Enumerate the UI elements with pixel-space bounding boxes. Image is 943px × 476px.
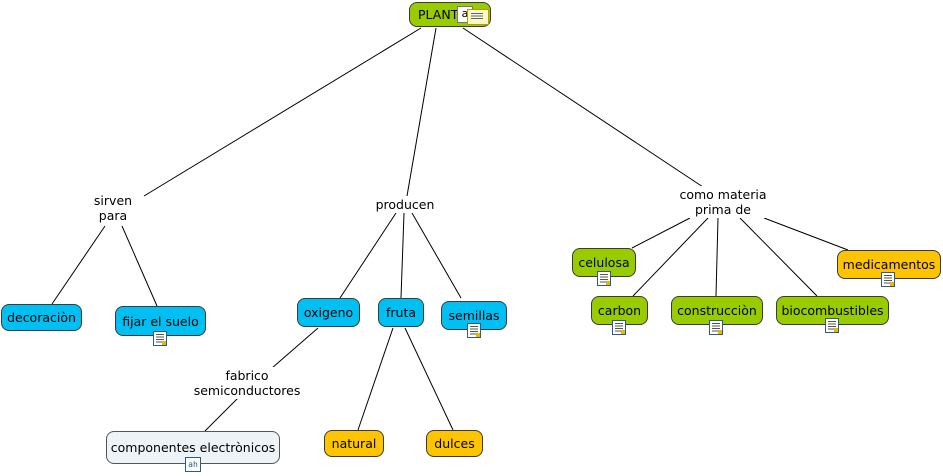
note-resource-icon[interactable] (467, 9, 489, 25)
node-decoracion[interactable]: decoraciòn (1, 304, 82, 331)
carbon-document-icon[interactable] (612, 320, 626, 335)
line-fruta-natural (357, 327, 394, 431)
node-celulosa[interactable]: celulosa (572, 248, 636, 277)
link-label-producen: producen (372, 196, 438, 213)
node-oxigeno[interactable]: oxigeno (297, 298, 360, 327)
line-oxigeno-fabrico (271, 327, 319, 369)
node-decoracion-label: decoraciòn (7, 310, 76, 325)
line-producen-semillas (411, 212, 462, 299)
node-dulces[interactable]: dulces (426, 430, 483, 457)
line-materia-construccion (715, 217, 719, 297)
medicamentos-document-icon[interactable] (881, 272, 895, 287)
node-oxigeno-label: oxigeno (303, 305, 354, 320)
line-root-sirven (143, 27, 422, 197)
node-medicamentos[interactable]: medicamentos (837, 250, 941, 279)
node-semillas[interactable]: semillas (441, 301, 507, 330)
construccion-document-icon[interactable] (709, 320, 723, 335)
fijar-document-icon[interactable] (153, 331, 167, 346)
line-sirven-decoracion (51, 225, 106, 305)
node-carbon[interactable]: carbon (591, 296, 648, 325)
line-root-materia (462, 27, 704, 188)
line-materia-biocombustibles (739, 217, 818, 297)
node-fruta[interactable]: fruta (378, 298, 424, 327)
node-componentes-label: componentes electrònicos (110, 440, 276, 455)
components-concept-map-icon[interactable]: ah (185, 457, 201, 472)
node-medicamentos-label: medicamentos (842, 257, 936, 272)
line-materia-medicamentos (763, 217, 849, 251)
node-biocombustibles-label: biocombustibles (781, 303, 884, 318)
node-fijar-label: fijar el suelo (122, 313, 199, 329)
node-celulosa-label: celulosa (578, 255, 630, 270)
node-biocombustibles[interactable]: biocombustibles (776, 296, 889, 325)
node-natural-label: natural (331, 436, 377, 451)
node-dulces-label: dulces (434, 436, 475, 451)
line-materia-celulosa (631, 217, 691, 249)
link-label-fabrico: fabrico semiconductores (193, 367, 301, 399)
node-fruta-label: fruta (385, 305, 417, 320)
node-semillas-label: semillas (448, 308, 500, 323)
link-label-sirven: sirven para (88, 192, 138, 224)
line-materia-carbon (632, 217, 709, 297)
node-natural[interactable]: natural (324, 430, 384, 457)
line-fabrico-componentes (204, 397, 239, 432)
line-producen-oxigeno (339, 212, 397, 299)
semillas-document-icon[interactable] (467, 323, 481, 338)
node-carbon-label: carbon (597, 303, 642, 318)
root-label: PLANTA (418, 7, 466, 22)
node-construccion-label: construcciòn (677, 303, 757, 318)
celulosa-document-icon[interactable] (597, 271, 611, 286)
link-label-materia: como materia prima de (676, 186, 770, 218)
line-root-producen (406, 27, 437, 197)
line-producen-fruta (400, 212, 405, 299)
line-fruta-dulces (404, 327, 454, 431)
root-resource-icons[interactable]: a (457, 6, 491, 25)
line-sirven-fijar (121, 225, 158, 307)
biocombustibles-document-icon[interactable] (825, 318, 839, 333)
